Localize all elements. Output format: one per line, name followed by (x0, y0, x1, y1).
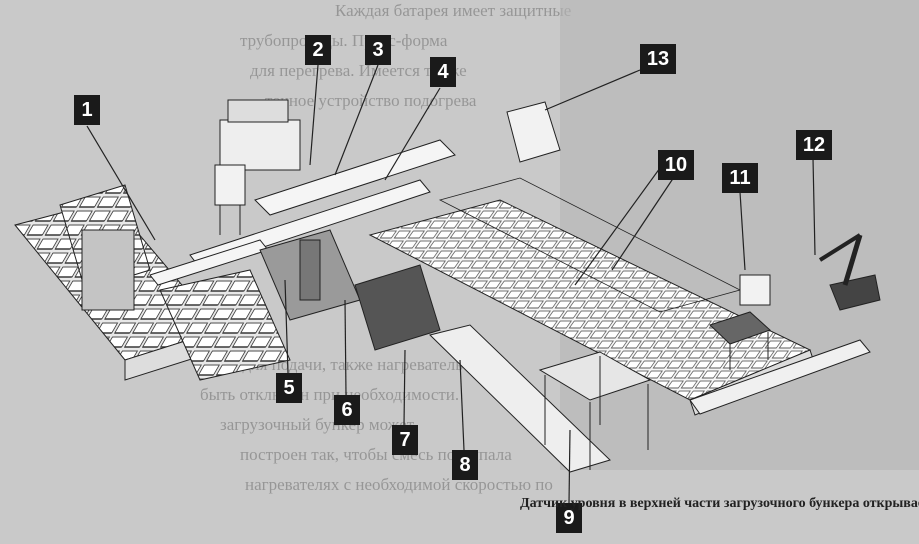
stacking-frame (538, 351, 652, 470)
callout-2: 2 (305, 35, 331, 65)
mixing-plant (214, 99, 301, 235)
feed-conveyor (149, 139, 456, 286)
callout-4: 4 (430, 57, 456, 87)
return-conveyor (429, 324, 871, 473)
callout-11: 11 (722, 163, 758, 193)
callout-10: 10 (658, 150, 694, 180)
pallet-storage (14, 184, 291, 381)
callout-1: 1 (74, 95, 100, 125)
callout-13: 13 (640, 44, 676, 74)
callout-6: 6 (334, 395, 360, 425)
callout-5: 5 (276, 373, 302, 403)
callout-12: 12 (796, 130, 832, 160)
callout-9: 9 (556, 503, 582, 533)
bottom-caption-text: Датчик уровня в верхней части загрузочно… (520, 496, 919, 511)
leader-lines (86, 64, 816, 504)
operator-desk (709, 274, 771, 370)
molding-machine (259, 229, 441, 351)
callout-7: 7 (392, 425, 418, 455)
callout-3: 3 (365, 35, 391, 65)
callout-8: 8 (452, 450, 478, 480)
control-panel (506, 101, 561, 163)
robot-arm (818, 233, 881, 311)
